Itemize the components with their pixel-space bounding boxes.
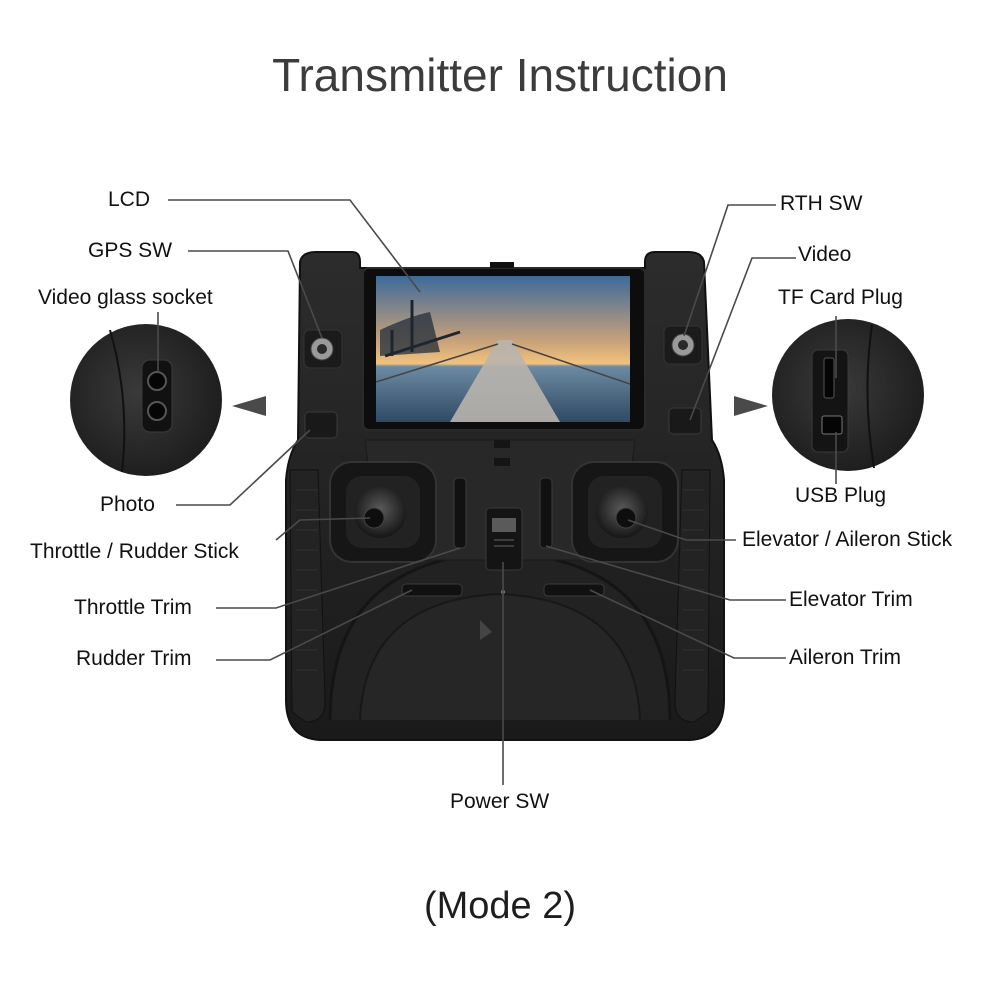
label-tf-card-plug: TF Card Plug — [778, 286, 903, 309]
throttle-trim-switch[interactable] — [453, 477, 467, 549]
rth-switch[interactable] — [663, 325, 703, 365]
left-pointer-arrow-icon — [232, 396, 266, 416]
elevator-aileron-stick[interactable] — [571, 461, 679, 563]
video-callout-line — [689, 257, 796, 421]
lcd-callout-line — [168, 199, 421, 293]
photo-button[interactable] — [304, 411, 338, 439]
tf-usb-ports-zoom — [772, 319, 924, 471]
elevator-aileron-stick-callout-line — [627, 519, 736, 541]
video-glass-socket-zoom — [70, 324, 222, 476]
label-rudder-trim: Rudder Trim — [76, 647, 192, 670]
aileron-trim-callout-line — [589, 589, 786, 659]
elevator-trim-callout-line — [545, 545, 786, 601]
gps-switch[interactable] — [303, 329, 343, 369]
callout-lines — [157, 199, 837, 785]
right-pointer-arrow-icon — [734, 396, 768, 416]
page-title: Transmitter Instruction — [272, 49, 728, 101]
elevator-trim-switch[interactable] — [539, 477, 553, 549]
throttle-rudder-stick-callout-line — [275, 517, 371, 541]
label-gps-sw: GPS SW — [88, 239, 173, 262]
label-elevator-aileron-stick: Elevator / Aileron Stick — [742, 528, 953, 551]
rudder-trim-switch[interactable] — [401, 583, 463, 597]
label-throttle-rudder-stick: Throttle / Rudder Stick — [30, 540, 239, 563]
label-video: Video — [798, 243, 852, 266]
power-switch[interactable] — [485, 507, 523, 571]
label-power-sw: Power SW — [450, 790, 550, 813]
lcd-screen — [375, 276, 631, 422]
label-lcd: LCD — [108, 188, 151, 211]
label-elevator-trim: Elevator Trim — [789, 588, 913, 611]
aileron-trim-switch[interactable] — [543, 583, 605, 597]
rth-sw-callout-line — [683, 204, 776, 337]
photo-callout-line — [176, 429, 311, 506]
label-throttle-trim: Throttle Trim — [74, 596, 192, 619]
throttle-rudder-stick[interactable] — [329, 461, 437, 563]
label-usb-plug: USB Plug — [795, 484, 887, 507]
rudder-trim-callout-line — [216, 589, 413, 661]
mode-caption: (Mode 2) — [423, 885, 577, 927]
video-button[interactable] — [668, 407, 702, 435]
label-rth-sw: RTH SW — [780, 192, 863, 215]
label-video-glass-socket: Video glass socket — [38, 286, 213, 309]
label-aileron-trim: Aileron Trim — [789, 646, 902, 669]
label-photo: Photo — [100, 493, 155, 516]
gps-sw-callout-line — [188, 250, 323, 339]
throttle-trim-callout-line — [216, 547, 461, 609]
